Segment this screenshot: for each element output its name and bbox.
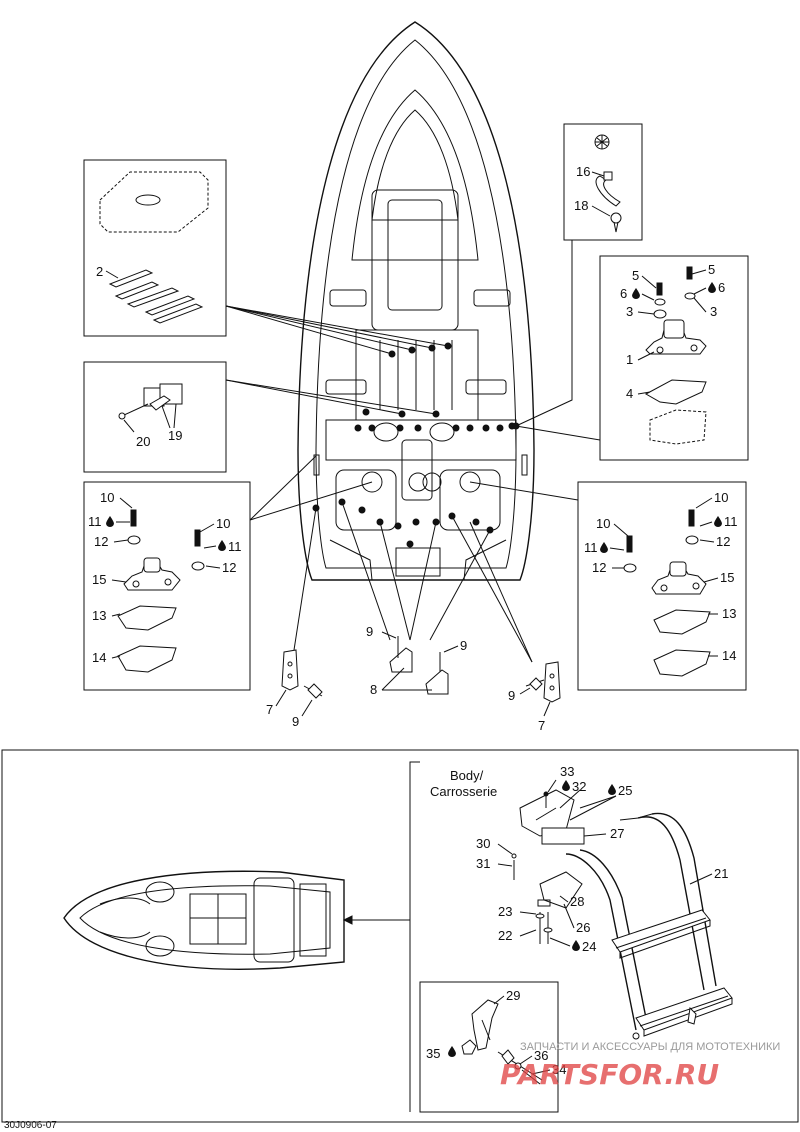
ladder-assembly xyxy=(511,789,733,1040)
callout-36: 36 xyxy=(534,1048,548,1063)
right-cleat-box: 10 11 12 10 11 12 15 13 14 xyxy=(577,481,747,691)
callout-12c: 12 xyxy=(716,534,730,549)
callout-11a: 11 xyxy=(88,514,102,529)
callout-10a: 10 xyxy=(100,490,114,505)
loctite-drop-icon xyxy=(708,282,716,293)
callout-1: 1 xyxy=(626,352,633,367)
watermark-logo: PARTSFOR.RU xyxy=(500,1058,719,1091)
callout-4: 4 xyxy=(626,386,633,401)
callout-7a: 7 xyxy=(266,702,273,717)
callout-2: 2 xyxy=(96,264,103,279)
callout-12d: 12 xyxy=(592,560,606,575)
callout-9d: 9 xyxy=(508,688,515,703)
callout-12b: 12 xyxy=(222,560,236,575)
body-label-line2: Carrosserie xyxy=(430,784,497,799)
loctite-drop-icon xyxy=(600,542,608,553)
callout-35: 35 xyxy=(426,1046,440,1061)
callout-9a: 9 xyxy=(292,714,299,729)
cable-tie-box: 16 18 xyxy=(563,123,643,241)
callout-27: 27 xyxy=(610,826,624,841)
callout-3b: 3 xyxy=(710,304,717,319)
callout-18: 18 xyxy=(574,198,588,213)
callout-21: 21 xyxy=(714,866,728,881)
loctite-drop-icon xyxy=(562,780,570,791)
callout-8: 8 xyxy=(370,682,377,697)
boat-hull-top-view xyxy=(297,21,535,581)
body-label-line1: Body/ xyxy=(450,768,484,783)
loctite-drop-icon xyxy=(106,516,114,527)
callout-29: 29 xyxy=(506,988,520,1003)
callout-19: 19 xyxy=(168,428,182,443)
callout-5b: 5 xyxy=(708,262,715,277)
callout-9b: 9 xyxy=(366,624,373,639)
callout-11d: 11 xyxy=(584,540,598,555)
callout-10c: 10 xyxy=(714,490,728,505)
body-bracket-line xyxy=(409,761,420,1112)
left-cleat-box: 10 11 12 10 11 12 15 13 14 xyxy=(83,481,251,691)
callout-6a: 6 xyxy=(620,286,627,301)
callout-22: 22 xyxy=(498,928,512,943)
hook-detail-box: 29 35 36 34 xyxy=(419,981,566,1113)
callout-7b: 7 xyxy=(538,718,545,733)
clip-box: 20 19 xyxy=(83,361,227,473)
callout-31: 31 xyxy=(476,856,490,871)
callout-30: 30 xyxy=(476,836,490,851)
loctite-drop-icon xyxy=(572,940,580,951)
leader-lines xyxy=(225,240,601,663)
callout-13b: 13 xyxy=(722,606,736,621)
loctite-drop-icon xyxy=(448,1046,456,1057)
callout-15b: 15 xyxy=(720,570,734,585)
callout-5a: 5 xyxy=(632,268,639,283)
callout-33: 33 xyxy=(560,764,574,779)
bracket-group: 7 9 9 9 8 9 7 xyxy=(266,624,561,733)
callout-26: 26 xyxy=(576,920,590,935)
callout-12a: 12 xyxy=(94,534,108,549)
watermark-text: ЗАПЧАСТИ И АКСЕССУАРЫ ДЛЯ МОТОТЕХНИКИ xyxy=(520,1041,780,1053)
callout-34: 34 xyxy=(552,1062,566,1077)
callout-14b: 14 xyxy=(722,648,736,663)
reference-code: 30J0906-07 xyxy=(4,1120,57,1131)
callout-32: 32 xyxy=(572,779,586,794)
callout-25: 25 xyxy=(618,783,632,798)
callout-24: 24 xyxy=(582,939,596,954)
loctite-drop-icon xyxy=(218,540,226,551)
callout-11b: 11 xyxy=(228,539,242,554)
callout-14a: 14 xyxy=(92,650,106,665)
callout-23: 23 xyxy=(498,904,512,919)
loctite-drop-icon xyxy=(714,516,722,527)
callout-10b: 10 xyxy=(216,516,230,531)
loctite-drop-icon xyxy=(632,288,640,299)
callout-13a: 13 xyxy=(92,608,106,623)
callout-28: 28 xyxy=(570,894,584,909)
callout-11c: 11 xyxy=(724,514,738,529)
callout-16: 16 xyxy=(576,164,590,179)
foam-pads-box: 2 xyxy=(83,159,227,337)
cleat-assembly-box: 5 5 6 6 3 3 1 4 xyxy=(599,255,749,461)
callout-20: 20 xyxy=(136,434,150,449)
callout-6b: 6 xyxy=(718,280,725,295)
lower-panel-frame xyxy=(1,749,799,1123)
callout-15a: 15 xyxy=(92,572,106,587)
boat-side-overview xyxy=(63,870,410,970)
callout-3a: 3 xyxy=(626,304,633,319)
callout-10d: 10 xyxy=(596,516,610,531)
ladder-leader-lines xyxy=(497,779,713,947)
loctite-drop-icon xyxy=(608,784,616,795)
callout-9c: 9 xyxy=(460,638,467,653)
